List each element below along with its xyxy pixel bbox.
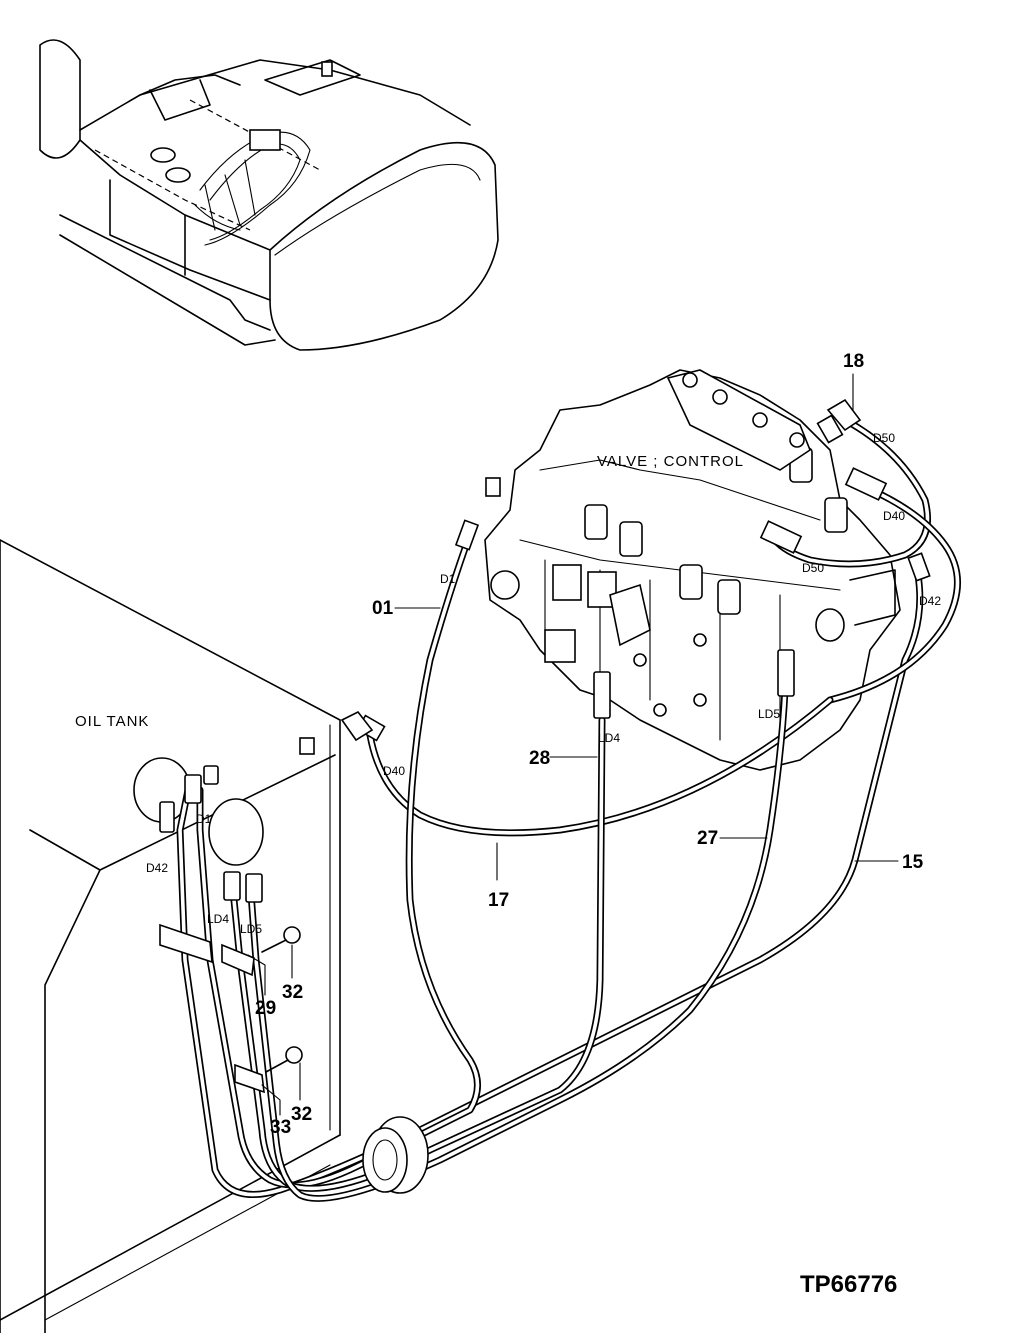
part-number-27: 27 [697,828,718,849]
hose-15 [176,571,924,1198]
hose-28 [228,716,606,1192]
hose-grommet [362,1116,429,1194]
port-mark-d42-valve: D42 [919,594,941,608]
hose-27 [246,686,789,1202]
hose-18 [771,416,961,704]
part-number-18: 18 [843,351,864,372]
bolt-32-upper [261,926,301,953]
clamp-33 [234,1063,265,1094]
port-mark-ld4-tank: LD4 [207,912,229,926]
bolt-32-lower [265,1046,303,1073]
part-number-labels: 01 15 17 18 27 28 29 32 32 33 [255,351,924,1138]
part-number-32-lower: 32 [291,1104,312,1125]
part-number-33: 33 [270,1117,291,1138]
fittings [159,398,931,903]
port-mark-ld5-tank: LD5 [240,922,262,936]
port-mark-d1-tank: D1 [196,812,212,826]
part-number-17: 17 [488,890,509,911]
port-mark-ld5-valve: LD5 [758,707,780,721]
part-number-15: 15 [902,852,924,873]
valve-control-label: VALVE ; CONTROL [597,453,744,470]
part-number-32-upper: 32 [282,982,303,1003]
tank-port-flange-lower [208,798,264,866]
port-mark-d42-tank: D42 [146,861,168,875]
port-mark-ld4-valve: LD4 [598,731,620,745]
hose-01 [196,536,481,1189]
control-valve-body [484,369,901,771]
port-mark-d50-mid: D50 [802,561,824,575]
drawing-code: TP66776 [800,1271,897,1298]
machine-overview-inset [39,39,499,351]
part-number-29: 29 [255,998,276,1019]
port-mark-d40-valve: D40 [883,509,905,523]
oil-tank-body [0,539,341,1334]
part-number-01: 01 [372,598,394,619]
part-number-28: 28 [529,748,550,769]
port-mark-d40-tank: D40 [383,764,405,778]
leader-lines [247,373,899,1116]
port-mark-d50-top: D50 [873,431,895,445]
port-mark-d1-valve: D1 [440,572,456,586]
title-labels: VALVE ; CONTROL OIL TANK TP66776 [75,453,897,1298]
port-mark-labels: D1 D1 D40 D40 D42 D42 D50 D50 LD4 LD4 LD… [146,431,941,936]
oil-tank-label: OIL TANK [75,713,149,730]
clamp-29 [159,923,255,977]
hose-17 [366,696,834,837]
